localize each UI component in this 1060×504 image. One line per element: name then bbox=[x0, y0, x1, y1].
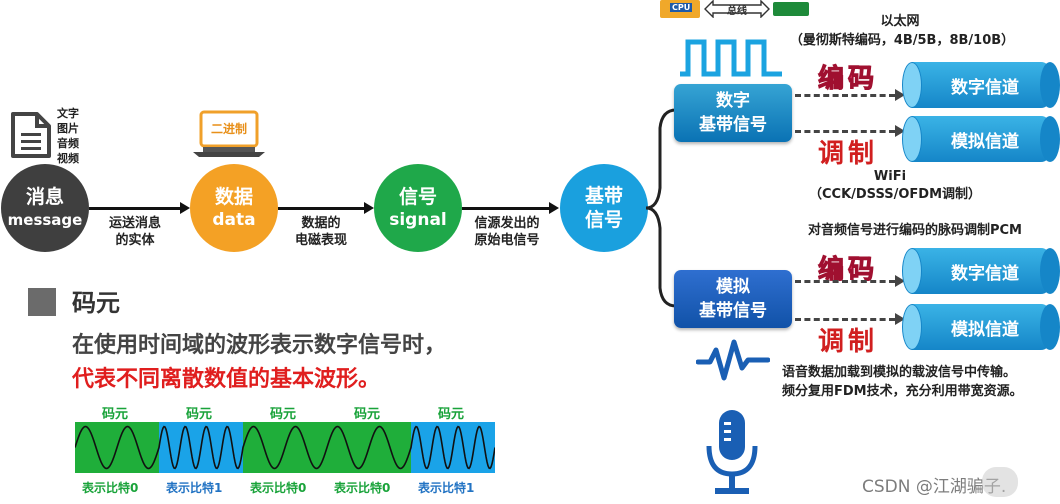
waveform bbox=[75, 425, 495, 470]
analog-baseband-box: 模拟 基带信号 bbox=[674, 270, 792, 328]
arrow1-label-line: 的实体 bbox=[115, 233, 155, 248]
cpu-label: CPU bbox=[670, 3, 693, 12]
doc-label: 音频 bbox=[57, 137, 79, 150]
arrow2-label-line: 电磁表现 bbox=[294, 233, 347, 248]
dashed-arrow bbox=[795, 313, 905, 325]
arrow1-label-line: 运送消息 bbox=[108, 216, 161, 231]
bit-label: 表示比特0 bbox=[334, 481, 391, 495]
arrow1-label: 运送消息 的实体 bbox=[95, 215, 175, 249]
analog-channel: 模拟信道 bbox=[902, 116, 1060, 162]
symbol-label: 码元 bbox=[270, 407, 297, 422]
analog-channel-label: 模拟信道 bbox=[951, 319, 1019, 340]
baseband-node: 基带 信号 bbox=[560, 164, 648, 252]
bit-label: 表示比特0 bbox=[82, 481, 139, 495]
wifi-detail: （CCK/DSSS/OFDM调制） bbox=[808, 187, 982, 202]
document-icon bbox=[10, 111, 52, 163]
section-bullet bbox=[28, 288, 56, 316]
arrow2-label-line: 数据的 bbox=[301, 216, 341, 231]
microphone-icon bbox=[706, 410, 758, 494]
bus-label: 总线 bbox=[727, 6, 747, 17]
doc-label: 文字 bbox=[57, 107, 79, 120]
definition-line-2: 代表不同离散数值的基本波形。 bbox=[72, 367, 381, 392]
baseband-node-subtitle: 信号 bbox=[584, 209, 623, 231]
square-wave-icon bbox=[680, 39, 782, 77]
ethernet-title: 以太网 bbox=[880, 14, 920, 29]
signal-node-subtitle: signal bbox=[389, 210, 447, 230]
arrow3-label-line: 原始电信号 bbox=[474, 233, 540, 248]
bit-label: 表示比特1 bbox=[166, 481, 223, 495]
digital-baseband-box: 数字 基带信号 bbox=[674, 84, 792, 142]
pcm-note: 对音频信号进行编码的脉码调制PCM bbox=[807, 223, 1022, 238]
analog-baseband-line: 基带信号 bbox=[699, 301, 767, 321]
bus-arrow: 总线 bbox=[704, 0, 770, 19]
signal-node: 信号 signal bbox=[374, 164, 462, 252]
analog-note-2: 频分复用FDM技术，充分利用带宽资源。 bbox=[782, 384, 1023, 399]
binary-label: 二进制 bbox=[210, 122, 247, 136]
message-node-title: 消息 bbox=[25, 186, 64, 208]
modulate-tag: 调制 bbox=[818, 327, 879, 357]
digital-channel: 数字信道 bbox=[902, 62, 1060, 108]
section-heading: 码元 bbox=[72, 289, 120, 317]
cpu-chip-icon: CPU bbox=[660, 0, 700, 18]
doc-label: 视频 bbox=[57, 152, 79, 165]
play-icon bbox=[982, 467, 1018, 497]
digital-baseband-line: 基带信号 bbox=[699, 115, 767, 135]
branch-connector bbox=[646, 108, 677, 308]
baseband-node-title: 基带 bbox=[584, 185, 623, 207]
doc-label: 图片 bbox=[57, 122, 79, 135]
signal-node-title: 信号 bbox=[398, 186, 437, 208]
message-node-subtitle: message bbox=[7, 211, 83, 229]
pulse-wave-icon bbox=[696, 339, 770, 381]
symbol-label: 码元 bbox=[438, 407, 465, 422]
dashed-arrow bbox=[795, 275, 905, 287]
analog-channel: 模拟信道 bbox=[902, 304, 1060, 350]
waveform-path bbox=[75, 425, 495, 470]
digital-channel-label: 数字信道 bbox=[951, 263, 1019, 284]
digital-channel: 数字信道 bbox=[902, 248, 1060, 294]
dashed-arrow bbox=[795, 125, 905, 137]
wifi-title: WiFi bbox=[873, 169, 907, 184]
laptop-icon: 二进制 bbox=[193, 110, 265, 158]
symbol-label: 码元 bbox=[186, 407, 213, 422]
analog-baseband-line: 模拟 bbox=[716, 277, 750, 297]
arrow3-label: 信源发出的 原始电信号 bbox=[464, 215, 550, 249]
bit-label: 表示比特0 bbox=[250, 481, 307, 495]
data-node: 数据 data bbox=[190, 164, 278, 252]
arrow-data-signal bbox=[278, 202, 374, 214]
modulate-tag: 调制 bbox=[818, 139, 879, 169]
data-node-title: 数据 bbox=[214, 186, 253, 208]
digital-channel-label: 数字信道 bbox=[951, 77, 1019, 98]
symbol-label: 码元 bbox=[354, 407, 381, 422]
ethernet-detail: （曼彻斯特编码，4B/5B，8B/10B） bbox=[789, 33, 1015, 48]
message-node: 消息 message bbox=[1, 164, 89, 252]
definition-line-1: 在使用时间域的波形表示数字信号时， bbox=[72, 333, 447, 358]
arrow-signal-baseband bbox=[462, 202, 559, 214]
digital-baseband-line: 数字 bbox=[716, 91, 750, 111]
bit-label: 表示比特1 bbox=[418, 481, 475, 495]
encode-tag: 编码 bbox=[817, 64, 879, 95]
data-node-subtitle: data bbox=[212, 210, 256, 230]
analog-note-1: 语音数据加载到模拟的载波信号中传输。 bbox=[782, 365, 1017, 380]
doc-labels: 文字 图片 音频 视频 bbox=[57, 106, 79, 166]
memory-chip-icon bbox=[773, 2, 809, 16]
arrow3-label-line: 信源发出的 bbox=[474, 216, 540, 231]
symbol-label: 码元 bbox=[102, 407, 129, 422]
analog-channel-label: 模拟信道 bbox=[951, 131, 1019, 152]
arrow2-label: 数据的 电磁表现 bbox=[280, 215, 362, 249]
watermark: CSDN @江湖骗子. bbox=[862, 477, 1007, 497]
arrow-message-data bbox=[89, 202, 190, 214]
dashed-arrow bbox=[795, 89, 905, 101]
